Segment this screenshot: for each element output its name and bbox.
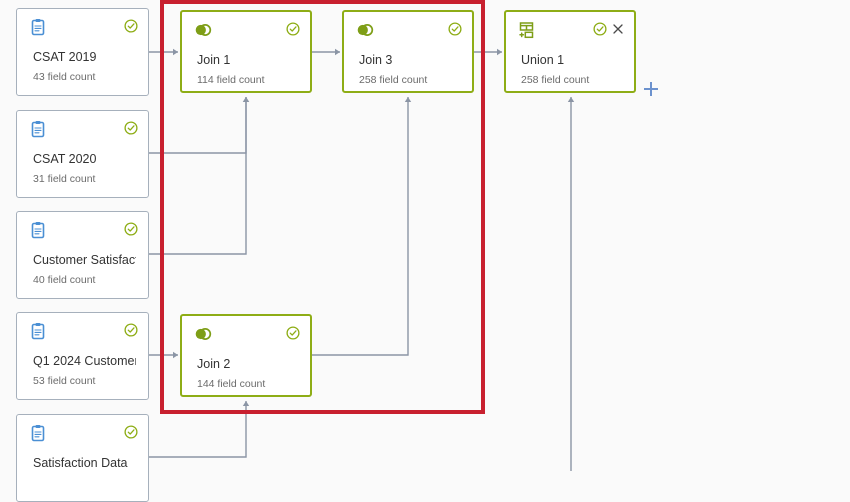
join-venn-icon <box>195 328 212 340</box>
clipboard-icon <box>29 120 47 138</box>
node-badges <box>593 22 624 36</box>
node-field-count: 40 field count <box>33 274 96 286</box>
check-circle-icon[interactable] <box>124 323 138 337</box>
node-card[interactable]: Join 3 258 field count <box>342 10 474 93</box>
node-field-count: 53 field count <box>33 375 96 387</box>
join-venn-icon <box>194 21 212 39</box>
connector-line <box>312 97 409 356</box>
check-circle-icon[interactable] <box>593 22 607 36</box>
node-header <box>506 12 634 44</box>
add-step-button[interactable] <box>641 79 661 99</box>
union-table-icon <box>518 21 536 39</box>
node-card[interactable]: CSAT 2020 31 field count <box>16 110 149 198</box>
node-title: CSAT 2019 <box>33 50 97 64</box>
check-circle-icon[interactable] <box>286 326 300 340</box>
connector-line <box>149 97 247 255</box>
check-circle-icon[interactable] <box>124 222 138 236</box>
join-venn-icon <box>195 24 212 36</box>
close-icon[interactable] <box>612 23 624 35</box>
union-table-icon <box>519 22 534 39</box>
join-venn-icon <box>357 24 374 36</box>
check-circle-icon[interactable] <box>124 19 138 33</box>
node-field-count: 258 field count <box>359 74 428 86</box>
check-circle-icon[interactable] <box>124 425 138 439</box>
node-header <box>182 316 310 348</box>
check-circle-icon[interactable] <box>286 22 300 36</box>
node-badges <box>124 425 138 439</box>
check-circle-icon[interactable] <box>124 121 138 135</box>
check-circle-icon[interactable] <box>593 22 607 36</box>
node-field-count: 144 field count <box>197 378 266 390</box>
node-title: CSAT 2020 <box>33 152 97 166</box>
node-badges <box>286 22 300 36</box>
check-circle-icon[interactable] <box>286 22 300 36</box>
node-header <box>17 415 148 447</box>
check-circle-icon[interactable] <box>124 425 138 439</box>
join-venn-icon <box>194 325 212 343</box>
node-title: Satisfaction Data <box>33 456 128 470</box>
node-header <box>344 12 472 44</box>
node-card[interactable]: Union 1 258 field count <box>504 10 636 93</box>
check-circle-icon[interactable] <box>124 222 138 236</box>
node-badges <box>124 323 138 337</box>
node-title: Join 1 <box>197 53 231 67</box>
node-badges <box>286 326 300 340</box>
node-field-count: 31 field count <box>33 173 96 185</box>
connector-arrowhead <box>242 401 250 406</box>
node-header <box>17 313 148 345</box>
connector-arrowhead <box>173 351 178 359</box>
node-header <box>17 9 148 41</box>
node-header <box>182 12 310 44</box>
check-circle-icon[interactable] <box>448 22 462 36</box>
node-card[interactable]: Join 1 114 field count <box>180 10 312 93</box>
clipboard-icon <box>31 222 45 239</box>
clipboard-icon <box>29 322 47 340</box>
node-card[interactable]: Join 2 144 field count <box>180 314 312 397</box>
node-title: Q1 2024 Customer Sa... <box>33 354 136 368</box>
connector-line <box>149 97 247 154</box>
close-icon[interactable] <box>612 23 624 35</box>
node-card[interactable]: CSAT 2019 43 field count <box>16 8 149 96</box>
node-card[interactable]: Satisfaction Data <box>16 414 149 502</box>
connector-line <box>149 401 247 458</box>
clipboard-icon <box>31 19 45 36</box>
check-circle-icon[interactable] <box>124 121 138 135</box>
check-circle-icon[interactable] <box>124 323 138 337</box>
node-title: Join 3 <box>359 53 393 67</box>
clipboard-icon <box>29 221 47 239</box>
node-header <box>17 212 148 244</box>
clipboard-icon <box>31 425 45 442</box>
node-title: Union 1 <box>521 53 565 67</box>
check-circle-icon[interactable] <box>124 19 138 33</box>
join-venn-icon <box>356 21 374 39</box>
plus-icon <box>644 82 658 96</box>
clipboard-icon <box>31 121 45 138</box>
node-badges <box>124 222 138 236</box>
node-header <box>17 111 148 143</box>
connector-arrowhead <box>242 97 250 102</box>
connector-arrowhead <box>242 97 250 102</box>
node-field-count: 258 field count <box>521 74 590 86</box>
node-badges <box>124 19 138 33</box>
connector-arrowhead <box>335 48 340 56</box>
clipboard-icon <box>29 424 47 442</box>
node-badges <box>448 22 462 36</box>
clipboard-icon <box>31 323 45 340</box>
check-circle-icon[interactable] <box>448 22 462 36</box>
node-title: Join 2 <box>197 357 231 371</box>
node-field-count: 114 field count <box>197 74 265 86</box>
check-circle-icon[interactable] <box>286 326 300 340</box>
node-card[interactable]: Q1 2024 Customer Sa... 53 field count <box>16 312 149 400</box>
connector-arrowhead <box>404 97 412 102</box>
node-title: Customer Satisfaction... <box>33 253 136 267</box>
node-badges <box>124 121 138 135</box>
connector-arrowhead <box>497 48 502 56</box>
node-field-count: 43 field count <box>33 71 96 83</box>
clipboard-icon <box>29 18 47 36</box>
connector-arrowhead <box>567 97 575 102</box>
connector-arrowhead <box>173 48 178 56</box>
node-card[interactable]: Customer Satisfaction... 40 field count <box>16 211 149 299</box>
